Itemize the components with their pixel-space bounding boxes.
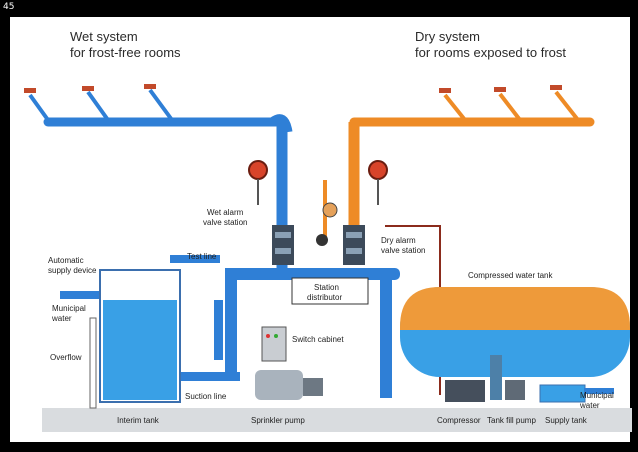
dry-heading-line2: for rooms exposed to frost <box>415 45 566 60</box>
label-test-line: Test line <box>187 252 217 261</box>
municipal-water-inlet-right <box>584 388 614 394</box>
dry-heading-line1: Dry system <box>415 29 480 44</box>
wet-heading-line2: for frost-free rooms <box>70 45 181 60</box>
label-auto-supply-2: supply device <box>48 266 97 275</box>
label-switch-cabinet: Switch cabinet <box>292 335 344 344</box>
station-distributor-box <box>291 277 369 305</box>
slide-number: 45 <box>3 2 15 12</box>
supply-tank-unit <box>539 384 586 403</box>
label-compressor: Compressor <box>437 416 481 425</box>
compressed-water-tank <box>400 287 630 377</box>
label-tank-fill-pump: Tank fill pump <box>487 416 536 425</box>
label-compressed-tank: Compressed water tank <box>468 271 553 280</box>
label-municipal-right-1: Municipal <box>580 391 614 400</box>
compressor-unit <box>445 380 485 402</box>
label-overflow: Overflow <box>50 353 82 362</box>
dry-sprinkler-heads <box>439 85 562 93</box>
label-supply-tank: Supply tank <box>545 416 588 425</box>
label-municipal-right-2: water <box>579 401 600 410</box>
label-wet-alarm-2: valve station <box>203 218 247 227</box>
wet-heading-line1: Wet system <box>70 29 138 44</box>
label-dry-alarm-2: valve station <box>381 246 425 255</box>
label-auto-supply-1: Automatic <box>48 256 84 265</box>
label-municipal-left-2: water <box>51 314 72 323</box>
tank-fill-pump-unit <box>490 355 525 400</box>
label-suction-line: Suction line <box>185 392 227 401</box>
dry-alarm-valve-station <box>316 160 388 265</box>
label-interim-tank: Interim tank <box>117 416 160 425</box>
interim-tank <box>89 269 181 409</box>
wet-system-piping <box>28 88 400 398</box>
label-dry-alarm-1: Dry alarm <box>381 236 416 245</box>
wet-sprinkler-heads <box>24 84 156 93</box>
floor <box>42 408 632 432</box>
wet-alarm-valve-station <box>248 160 294 265</box>
label-municipal-left-1: Municipal <box>52 304 86 313</box>
sprinkler-pump-unit <box>255 370 323 400</box>
label-station-distributor-1: Station <box>314 283 339 292</box>
label-wet-alarm-1: Wet alarm <box>207 208 244 217</box>
switch-cabinet <box>261 326 287 362</box>
label-station-distributor-2: distributor <box>307 293 342 302</box>
label-sprinkler-pump: Sprinkler pump <box>251 416 305 425</box>
